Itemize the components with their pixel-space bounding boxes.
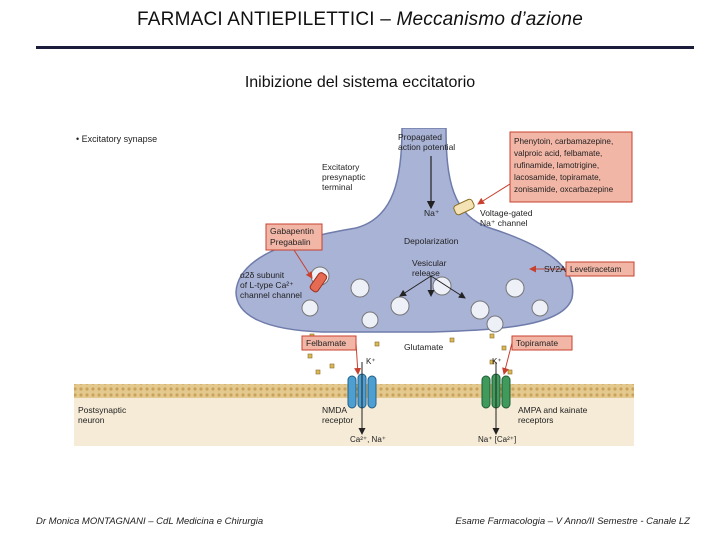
ca-channel (309, 272, 328, 293)
na-drugs-label: Phenytoin, carbamazepine, valproic acid,… (514, 137, 616, 194)
k-left-label: K⁺ (366, 357, 376, 366)
synaptic-vesicles (301, 266, 549, 333)
na-ion-label: Na⁺ (424, 208, 440, 218)
na-channel (453, 198, 475, 216)
levetiracetam-label: Levetiracetam (570, 265, 622, 274)
synapse-diagram: • Excitatory synapse Propagated action p… (74, 128, 635, 446)
footer-course: Esame Farmacologia – V Anno/II Semestre … (455, 516, 690, 527)
postsynaptic-label: Postsynaptic neuron (78, 405, 129, 425)
gabapentin-label: Gabapentin Pregabalin (270, 226, 316, 247)
synapse-figure: • Excitatory synapse Propagated action p… (60, 128, 638, 446)
vesicle-arrows (399, 275, 466, 299)
slide-subtitle: Inibizione del sistema eccitatorio (244, 74, 476, 91)
na-drugs-box (509, 131, 633, 203)
footer-author: Dr Monica MONTAGNANI – CdL Medicina e Ch… (36, 516, 264, 527)
panel-label: • Excitatory synapse (76, 134, 157, 144)
sv2a-label: SV2A (544, 264, 566, 274)
pointer-lines (293, 183, 566, 375)
slide-title: FARMACI ANTIEPILETTICI – Meccanismo d’az… (0, 9, 720, 31)
voltage-gated-na-label: Voltage-gated Na⁺ channel (480, 208, 535, 228)
glutamate-label: Glutamate (404, 342, 443, 352)
ampa-receptor (481, 373, 511, 409)
alpha2delta-label: α2δ subunit of L-type Ca²⁺ channel chann… (240, 270, 302, 300)
ions-left-label: Ca²⁺, Na⁺ (350, 435, 386, 444)
ampa-label: AMPA and kainate receptors (518, 405, 590, 425)
title-italic: Meccanismo d’azione (396, 9, 583, 30)
felbamate-label: Felbamate (306, 338, 346, 348)
ions-right-label: Na⁺ [Ca²⁺] (478, 435, 516, 444)
vesicular-release-label: Vesicular release (412, 258, 449, 278)
nmda-label: NMDA receptor (322, 405, 353, 425)
depolarization-label: Depolarization (404, 236, 459, 246)
propagated-ap-label: Propagated action potential (398, 132, 455, 152)
k-right-label: K⁺ (492, 357, 502, 366)
presynaptic-terminal-label: Excitatory presynaptic terminal (322, 162, 368, 192)
topiramate-label: Topiramate (516, 338, 558, 348)
title-main: FARMACI ANTIEPILETTICI – (137, 9, 397, 30)
title-underline (36, 46, 694, 49)
